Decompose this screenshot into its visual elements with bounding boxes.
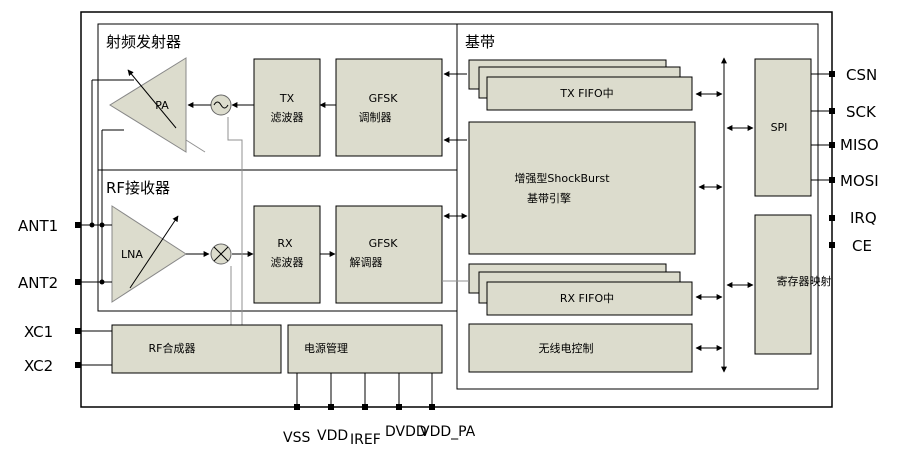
radio-control-label: 无线电控制 — [539, 341, 594, 355]
rx-fifo-block — [486, 281, 693, 316]
register-map-block — [754, 214, 812, 355]
lna-amplifier — [111, 205, 187, 303]
pin-miso — [829, 142, 835, 148]
pin-ant1 — [75, 222, 81, 228]
gfsk-mod-label-1: GFSK — [369, 92, 399, 105]
pin-label-xc1: XC1 — [24, 323, 53, 341]
lna-label: LNA — [121, 248, 143, 261]
gfsk-demodulator-block — [335, 205, 443, 304]
pin-xc2 — [75, 362, 81, 368]
spi-block — [754, 58, 812, 197]
tx-filter-label-2: 滤波器 — [271, 111, 304, 124]
oscillator-wave — [213, 101, 229, 109]
lna-gain-arrow — [129, 215, 179, 289]
baseband-frame — [456, 23, 819, 390]
pin-iref — [362, 404, 368, 410]
rx-section-title: RF接收器 — [106, 179, 170, 197]
pin-xc1 — [75, 328, 81, 334]
pin-dvdd — [396, 404, 402, 410]
pa-label: PA — [155, 99, 169, 112]
rx-fifo-label: RX FIFO中 — [560, 292, 614, 305]
power-management-block — [287, 324, 443, 374]
pin-label-vdd: VDD — [317, 428, 348, 444]
pin-label-ant2: ANT2 — [18, 274, 58, 292]
rf-synthesizer-block — [111, 324, 282, 374]
mixer-x-2 — [213, 246, 229, 262]
pa-amplifier — [109, 57, 187, 153]
pin-vddpa — [429, 404, 435, 410]
pin-label-ce: CE — [852, 237, 872, 255]
pin-label-vss: VSS — [283, 430, 310, 446]
gfsk-mod-label-2: 调制器 — [359, 111, 392, 124]
ant1-node — [89, 222, 95, 228]
synth-to-osc-line — [227, 117, 243, 325]
pin-label-irq: IRQ — [850, 209, 877, 227]
pin-label-dvdd: DVDD — [385, 424, 427, 440]
pin-label-miso: MISO — [840, 136, 879, 154]
tx-filter-label-1: TX — [279, 92, 295, 105]
pin-label-sck: SCK — [846, 103, 877, 121]
rf-synth-label: RF合成器 — [149, 341, 196, 355]
pin-label-mosi: MOSI — [840, 172, 879, 190]
ant2-node — [99, 279, 105, 285]
register-map-label: 寄存器映射 — [777, 274, 832, 288]
pin-ce — [829, 242, 835, 248]
pin-label-xc2: XC2 — [24, 357, 53, 375]
spi-label: SPI — [771, 121, 788, 134]
radio-control-block — [468, 323, 693, 373]
pin-label-iref: IREF — [350, 432, 381, 448]
ant1-node-2 — [99, 222, 105, 228]
pin-label-csn: CSN — [846, 66, 877, 84]
rx-filter-block — [253, 205, 321, 304]
pin-label-ant1: ANT1 — [18, 217, 58, 235]
pin-mosi — [829, 177, 835, 183]
rx-filter-label-2: 滤波器 — [271, 256, 304, 269]
gfsk-demod-label-1: GFSK — [369, 237, 399, 250]
rx-filter-label-1: RX — [277, 237, 293, 250]
gfsk-modulator-block — [335, 58, 443, 157]
tx-fifo-block — [486, 76, 693, 111]
tx-section-title: 射频发射器 — [106, 33, 181, 51]
pin-vdd — [328, 404, 334, 410]
chip-outline — [80, 11, 833, 408]
shockburst-block — [468, 121, 696, 255]
tx-filter-block — [253, 58, 321, 157]
baseband-title: 基带 — [465, 33, 495, 51]
pin-vss — [294, 404, 300, 410]
pin-irq — [829, 215, 835, 221]
pin-ant2 — [75, 279, 81, 285]
pa-gain-arrow — [127, 69, 177, 129]
shockburst-label-1: 增强型ShockBurst — [514, 171, 610, 185]
tx-fifo-label: TX FIFO中 — [559, 87, 613, 100]
gfsk-demod-label-2: 解调器 — [350, 255, 383, 269]
power-mgmt-label: 电源管理 — [304, 341, 348, 355]
pa-bias-line — [185, 139, 206, 153]
pin-sck — [829, 108, 835, 114]
pin-label-vddpa: VDD_PA — [420, 424, 476, 440]
shockburst-label-2: 基带引擎 — [527, 191, 571, 205]
pin-csn — [829, 71, 835, 77]
